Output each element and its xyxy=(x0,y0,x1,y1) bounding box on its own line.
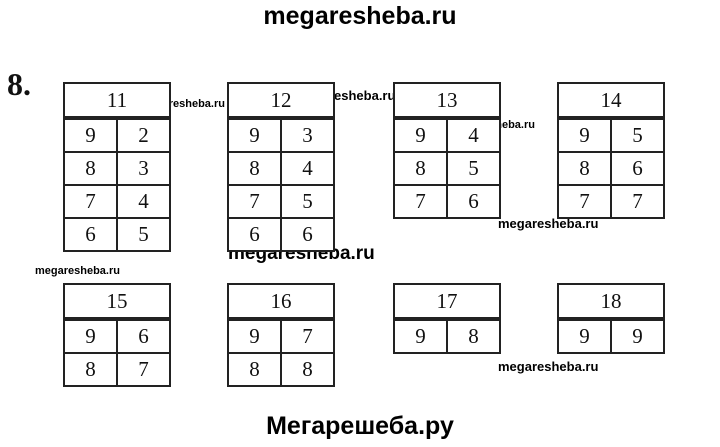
sum-total: 17 xyxy=(395,285,499,319)
addend-cell: 6 xyxy=(446,186,499,217)
addend-cell: 6 xyxy=(85,222,96,246)
addend-cell: 4 xyxy=(280,153,333,184)
sum-total: 18 xyxy=(559,285,663,319)
addend-cell: 6 xyxy=(249,222,260,246)
addend-cell: 5 xyxy=(116,219,169,250)
addend-cell: 8 xyxy=(446,321,499,352)
addend-cell: 8 xyxy=(249,357,260,381)
watermark-bottom: Мегарешеба.ру xyxy=(266,412,454,440)
addend-cell: 6 xyxy=(280,219,333,250)
watermark-top: megaresheba.ru xyxy=(263,2,457,30)
addend-cell: 7 xyxy=(116,354,169,385)
addend-cell: 7 xyxy=(249,189,260,213)
addend-cell: 8 xyxy=(415,156,426,180)
task-number: 8. xyxy=(7,66,31,102)
addend-cell: 7 xyxy=(579,189,590,213)
addend-cell: 8 xyxy=(85,156,96,180)
addend-cell: 8 xyxy=(579,156,590,180)
addend-cell: 9 xyxy=(85,123,96,147)
sum-total: 11 xyxy=(65,84,169,118)
sum-total: 14 xyxy=(559,84,663,118)
addend-cell: 3 xyxy=(280,120,333,151)
watermark-small: megaresheba.ru xyxy=(498,359,599,374)
addend-cell: 9 xyxy=(85,324,96,348)
addend-cell: 7 xyxy=(85,189,96,213)
watermark-small: megaresheba.ru xyxy=(498,216,599,231)
addend-cell: 8 xyxy=(280,354,333,385)
addend-cell: 5 xyxy=(280,186,333,217)
sum-total: 15 xyxy=(65,285,169,319)
addend-cell: 9 xyxy=(249,123,260,147)
watermark-small: megaresheba.ru xyxy=(35,265,120,277)
sum-total: 12 xyxy=(229,84,333,118)
addend-cell: 9 xyxy=(249,324,260,348)
addend-cell: 6 xyxy=(116,321,169,352)
addend-cell: 7 xyxy=(280,321,333,352)
addend-cell: 4 xyxy=(446,120,499,151)
sum-total: 13 xyxy=(395,84,499,118)
addend-cell: 9 xyxy=(415,123,426,147)
addend-cell: 5 xyxy=(610,120,663,151)
addend-cell: 9 xyxy=(415,324,426,348)
addend-cell: 2 xyxy=(116,120,169,151)
addend-cell: 6 xyxy=(610,153,663,184)
addend-cell: 7 xyxy=(610,186,663,217)
addend-cell: 8 xyxy=(85,357,96,381)
addend-cell: 8 xyxy=(249,156,260,180)
addend-cell: 4 xyxy=(116,186,169,217)
addend-cell: 9 xyxy=(579,324,590,348)
addend-cell: 5 xyxy=(446,153,499,184)
addend-cell: 3 xyxy=(116,153,169,184)
addend-cell: 9 xyxy=(579,123,590,147)
addend-cell: 9 xyxy=(610,321,663,352)
addend-cell: 7 xyxy=(415,189,426,213)
sum-total: 16 xyxy=(229,285,333,319)
